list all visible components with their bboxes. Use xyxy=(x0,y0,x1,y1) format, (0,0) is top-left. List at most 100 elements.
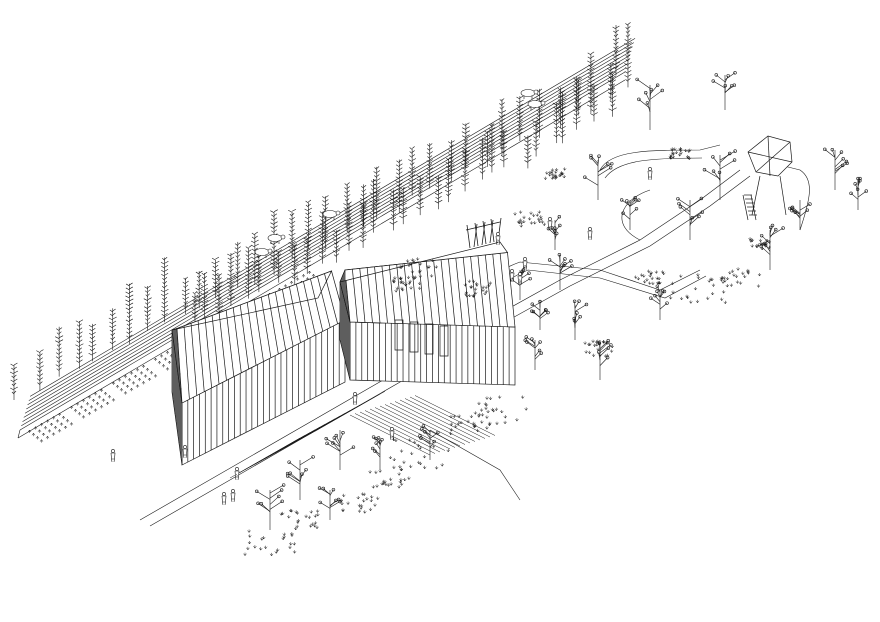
tree-leaf xyxy=(564,262,567,265)
poplar-twig xyxy=(517,121,520,123)
garden-plant xyxy=(80,406,83,409)
poplar-twig xyxy=(304,262,307,264)
poplar-twig xyxy=(204,308,207,310)
poplar-twig xyxy=(539,121,542,123)
poplar-twig xyxy=(435,193,439,195)
field-stripe xyxy=(25,55,630,413)
poplar-twig xyxy=(562,134,565,136)
tree-leaf xyxy=(734,71,737,74)
poplar-twig xyxy=(466,123,470,125)
poplar-twig xyxy=(343,204,347,206)
garden-plant xyxy=(100,405,103,408)
tree-leaf xyxy=(771,224,774,227)
poplar-twig xyxy=(403,191,407,193)
shrub-sprig xyxy=(602,340,605,343)
poplar-twig xyxy=(204,296,207,298)
person-body xyxy=(496,236,500,245)
poplar-twig xyxy=(373,180,375,182)
poplar-twig xyxy=(412,151,414,153)
tree-leaf xyxy=(525,336,528,339)
sheep-head xyxy=(534,90,538,94)
shrub-sprig xyxy=(610,350,613,353)
tree-leaf xyxy=(661,89,664,92)
poplar-tree xyxy=(435,176,442,209)
shrub-sprig xyxy=(749,239,752,242)
poplar-twig xyxy=(577,121,581,123)
poplar-twig xyxy=(539,109,542,111)
poplar-twig xyxy=(259,275,261,277)
left-building-roof-batten xyxy=(254,300,263,362)
poplar-twig xyxy=(488,154,491,156)
garden-plant xyxy=(52,416,55,419)
right-building-roof-batten xyxy=(434,260,440,324)
poplar-twig xyxy=(465,178,468,180)
shrub-sprig xyxy=(305,515,308,518)
shrub-sprig xyxy=(743,275,746,278)
poplar-twig xyxy=(539,97,542,99)
poplar-twig xyxy=(347,235,349,237)
shrub-sprig xyxy=(755,244,758,247)
poplar-twig xyxy=(323,247,327,249)
poplar-twig xyxy=(279,270,281,272)
poplar-twig xyxy=(325,203,328,205)
poplar-twig xyxy=(77,337,79,339)
poplar-twig xyxy=(186,281,189,283)
tree-branch xyxy=(690,216,699,224)
tree-branch xyxy=(825,149,835,157)
poplar-twig xyxy=(344,220,347,222)
poplar-twig xyxy=(202,297,205,299)
poplar-twig xyxy=(231,293,233,295)
poplar-twig xyxy=(532,144,536,146)
poplar-twig xyxy=(289,218,292,220)
poplar-twig xyxy=(249,270,251,272)
shrub-sprig xyxy=(453,415,456,418)
poplar-twig xyxy=(257,272,259,274)
poplar-twig xyxy=(11,380,14,382)
left-building-roof-batten xyxy=(324,274,337,324)
poplar-twig xyxy=(489,132,492,134)
shrub-sprig xyxy=(685,295,688,298)
poplar-twig xyxy=(373,204,375,206)
poplar-twig xyxy=(217,299,219,301)
poplar-twig xyxy=(36,367,40,369)
right-gabled-building xyxy=(340,242,515,385)
poplar-twig xyxy=(322,196,325,198)
shrub-sprig xyxy=(671,282,674,285)
poplar-twig xyxy=(412,183,416,185)
tree-leaf xyxy=(715,74,718,77)
poplar-twig xyxy=(307,249,310,251)
poplar-twig xyxy=(10,372,14,374)
deciduous-tree xyxy=(850,177,868,210)
poplar-twig xyxy=(377,207,380,209)
poplar-twig xyxy=(320,220,322,222)
poplar-twig xyxy=(325,223,328,225)
tree-leaf xyxy=(590,156,593,159)
poplar-twig xyxy=(129,295,133,297)
poplar-twig xyxy=(412,179,416,181)
deck-plank xyxy=(400,400,480,440)
left-gabled-building xyxy=(172,271,345,465)
poplar-tree xyxy=(201,272,209,317)
shrub-sprig xyxy=(541,220,544,223)
tree-branch xyxy=(598,164,608,172)
poplar-twig xyxy=(554,123,557,125)
poplar-twig xyxy=(204,300,208,302)
tree-branch xyxy=(270,496,279,504)
poplar-twig xyxy=(451,157,453,159)
shrub-sprig xyxy=(297,519,300,522)
poplar-twig xyxy=(364,209,368,211)
poplar-twig xyxy=(403,187,405,189)
person-body xyxy=(231,493,235,502)
poplar-twig xyxy=(57,349,59,351)
tree-leaf xyxy=(646,102,649,105)
poplar-tree xyxy=(245,246,253,299)
window xyxy=(410,322,418,352)
poplar-twig xyxy=(79,356,82,358)
poplar-twig xyxy=(290,230,292,232)
poplar-twig xyxy=(578,102,581,104)
tree-leaf xyxy=(526,341,529,344)
poplar-twig xyxy=(466,127,470,129)
right-building-roof-batten xyxy=(500,253,507,326)
poplar-twig xyxy=(590,89,594,91)
poplar-twig xyxy=(79,336,81,338)
